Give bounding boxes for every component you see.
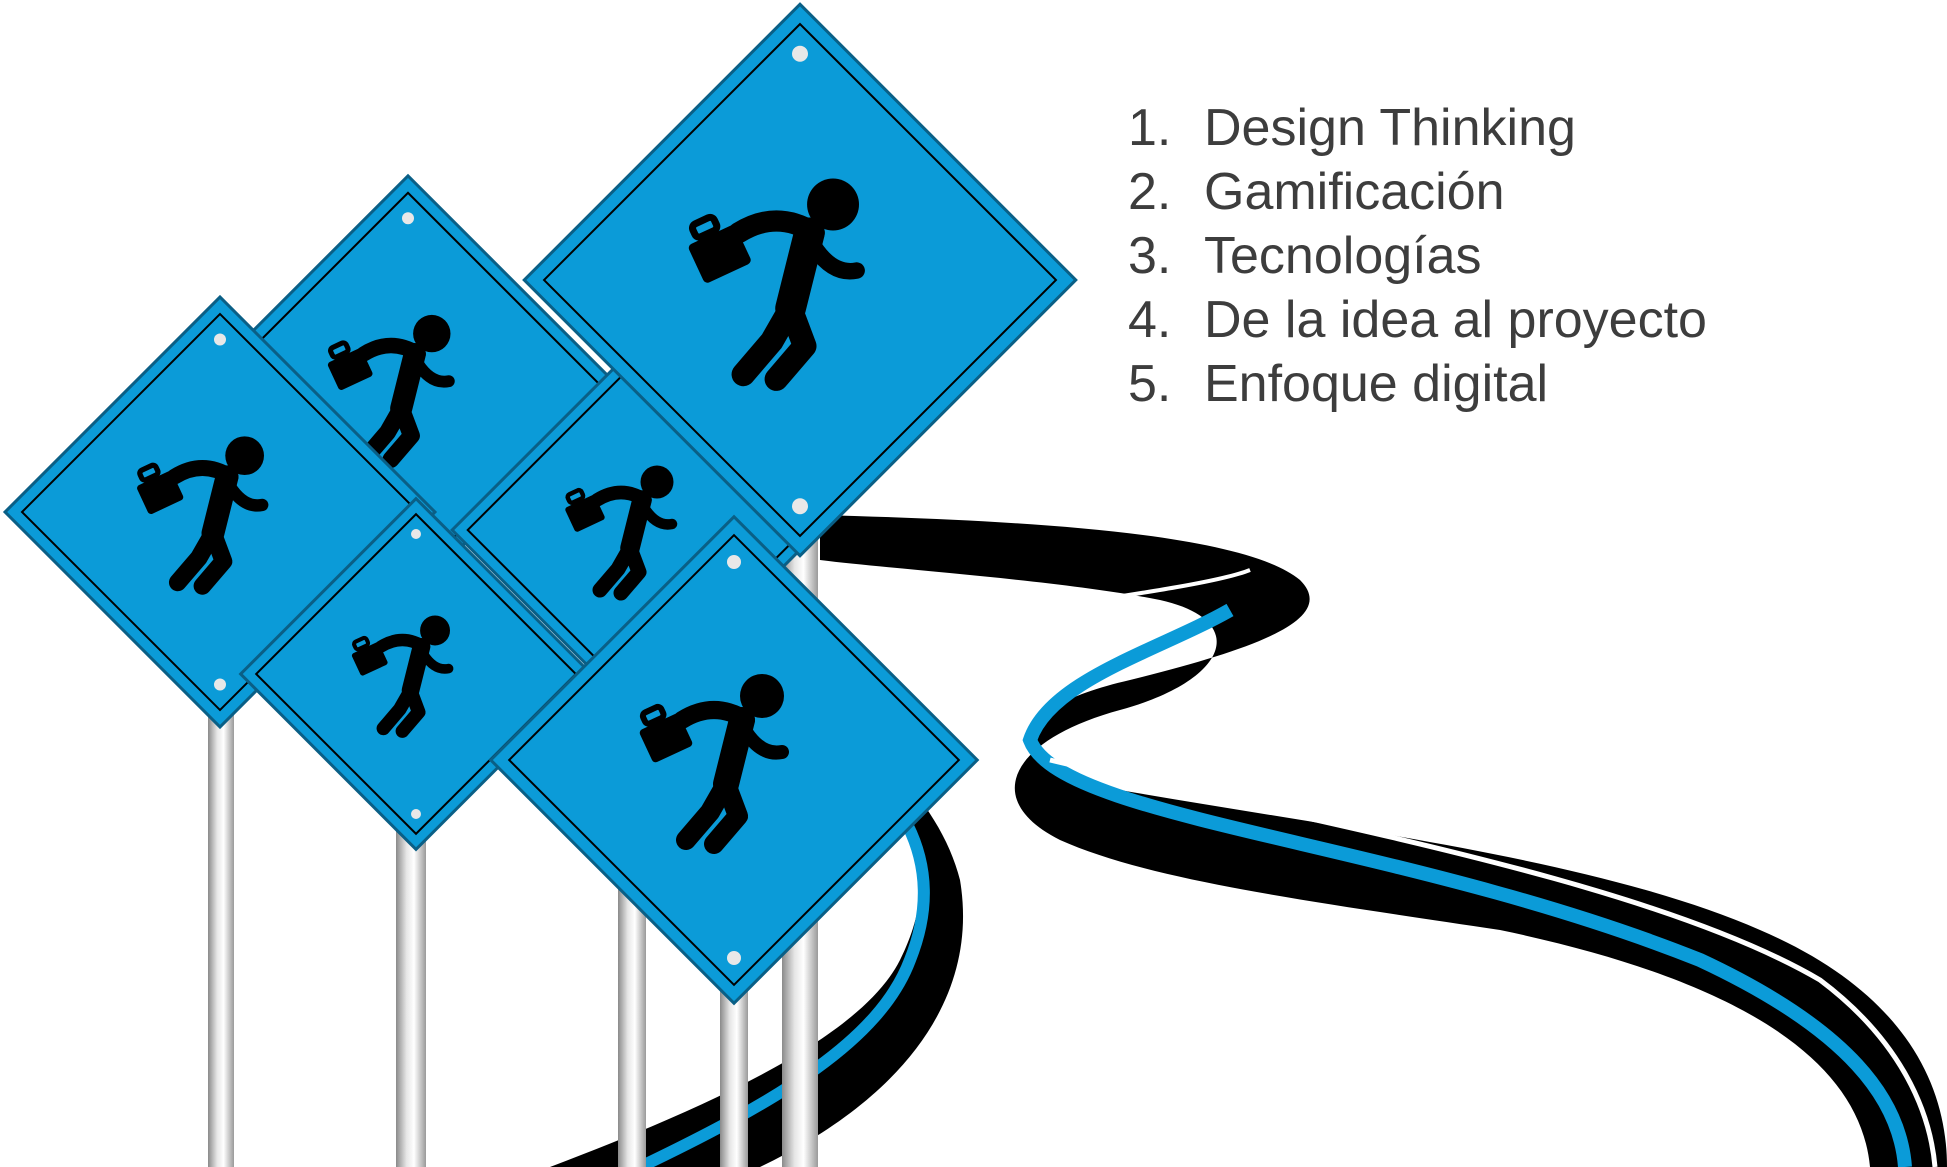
agenda-item-label: Gamificación <box>1204 163 1505 221</box>
agenda-item-label: Enfoque digital <box>1204 355 1549 413</box>
agenda-item: 4. De la idea al proyecto <box>1128 288 1707 352</box>
agenda-item: 5. Enfoque digital <box>1128 352 1707 416</box>
road-lower-curve <box>550 680 964 1167</box>
agenda-item-label: Design Thinking <box>1204 99 1576 157</box>
agenda-item-label: De la idea al proyecto <box>1204 291 1707 349</box>
road-signs <box>2 2 1078 1006</box>
agenda-item: 1. Design Thinking <box>1128 96 1707 160</box>
agenda-item: 2. Gamificación <box>1128 160 1707 224</box>
agenda-list: 1. Design Thinking 2. Gamificación 3. Te… <box>1128 96 1707 416</box>
agenda-item-number: 1. <box>1128 99 1172 157</box>
agenda-item-number: 4. <box>1128 291 1172 349</box>
pole <box>208 690 234 1167</box>
agenda-item: 3. Tecnologías <box>1128 224 1707 288</box>
road-surface <box>820 515 1947 1167</box>
winding-road <box>550 515 1947 1167</box>
agenda-item-label: Tecnologías <box>1204 227 1482 285</box>
warning-sign <box>488 514 980 1006</box>
road-edge-line <box>859 568 1251 642</box>
pole <box>396 800 426 1167</box>
agenda-item-number: 3. <box>1128 227 1172 285</box>
agenda-item-number: 2. <box>1128 163 1172 221</box>
warning-sign <box>522 2 1078 558</box>
road-stripe <box>1022 603 1912 1167</box>
road-edge-line-2 <box>1049 757 1938 1167</box>
agenda-item-number: 5. <box>1128 355 1172 413</box>
